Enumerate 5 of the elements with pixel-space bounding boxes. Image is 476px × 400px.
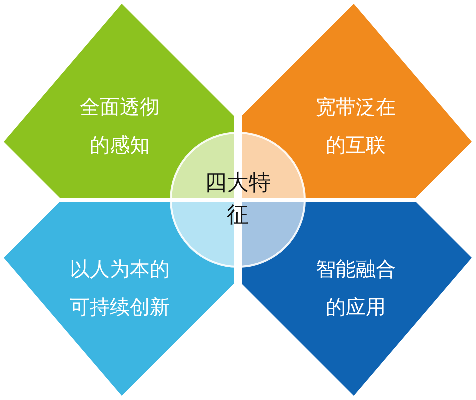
- panel-label: 智能融合的应用: [315, 256, 397, 321]
- center-title: 四大特征: [204, 170, 272, 230]
- panel-label: 宽带泛在的互联: [315, 94, 397, 159]
- panel-label: 全面透彻的感知: [79, 94, 161, 159]
- panel-label: 以人为本的可持续创新: [69, 256, 171, 321]
